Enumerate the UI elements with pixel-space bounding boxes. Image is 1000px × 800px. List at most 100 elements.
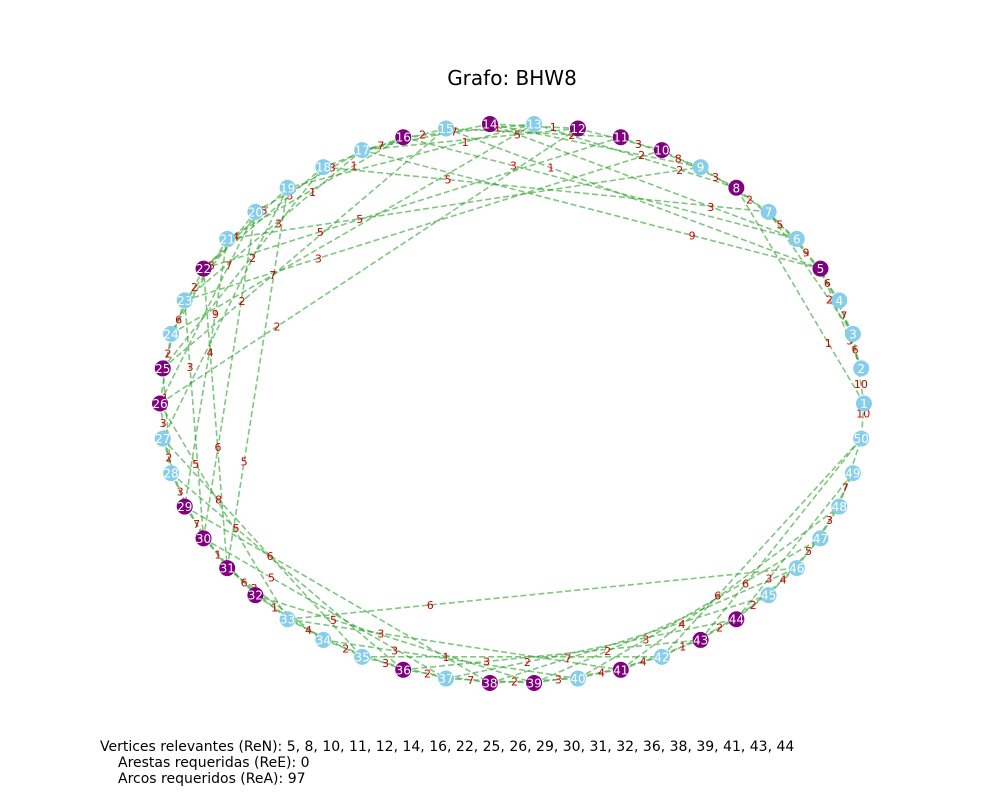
vertex-label: 2 <box>857 362 865 376</box>
vertex-label: 29 <box>177 500 192 514</box>
edge-19-27 <box>162 187 289 439</box>
edge-36-43 <box>403 639 701 671</box>
edges-layer <box>159 123 865 684</box>
edge-weight-label: 6 <box>852 343 859 356</box>
vertex-20: 20 <box>247 203 264 220</box>
vertex-label: 4 <box>835 294 843 308</box>
edge-weight-label: 1 <box>215 548 222 561</box>
edge-32-39 <box>255 594 535 684</box>
footer-required-arcs: Arcos requeridos (ReA): 97 <box>118 771 306 787</box>
edge-weight-label: 5 <box>192 458 199 471</box>
edge-weight-label: 3 <box>160 417 167 430</box>
edge-weight-label: 1 <box>309 186 316 199</box>
vertex-6: 6 <box>788 230 805 247</box>
edge-weight-label: 5 <box>261 204 268 217</box>
edge-weight-label: 5 <box>233 522 240 535</box>
edge-weight-label: 1 <box>462 136 469 149</box>
vertex-label: 32 <box>248 589 263 603</box>
vertex-node <box>315 631 332 648</box>
vertex-node-relevant <box>526 674 543 691</box>
edge-15-5 <box>445 127 821 270</box>
vertex-label: 31 <box>220 562 235 576</box>
vertex-node-relevant <box>176 498 193 515</box>
edge-weight-label: 10 <box>854 378 868 391</box>
edge-weight-label: 7 <box>842 482 849 495</box>
vertex-node-relevant <box>692 631 709 648</box>
vertex-16: 16 <box>395 129 412 146</box>
vertex-node-relevant <box>612 129 629 146</box>
graph-title: Grafo: BHW8 <box>447 66 577 90</box>
edge-weight-label: 9 <box>802 247 809 260</box>
edge-weight-label: 4 <box>678 618 685 631</box>
vertex-node-relevant <box>728 179 745 196</box>
vertex-node <box>812 530 829 547</box>
edge-weight-label: 3 <box>329 161 336 174</box>
vertex-32: 32 <box>247 587 264 604</box>
vertex-39: 39 <box>526 674 543 691</box>
vertex-48: 48 <box>831 498 848 515</box>
edge-12-14 <box>489 123 578 130</box>
edge-26-33 <box>159 403 289 620</box>
vertex-label: 43 <box>693 633 708 647</box>
vertex-node <box>354 648 371 665</box>
edge-30-20 <box>202 211 257 539</box>
edge-33-41 <box>287 618 621 671</box>
edge-14-17 <box>361 123 491 151</box>
vertex-2: 2 <box>853 360 870 377</box>
edge-23-25 <box>162 300 186 369</box>
edge-weight-label: 1 <box>350 160 357 173</box>
vertex-11: 11 <box>612 129 629 146</box>
vertex-node <box>315 159 332 176</box>
vertex-node <box>831 498 848 515</box>
vertex-label: 49 <box>845 467 860 481</box>
vertex-22: 22 <box>195 260 212 277</box>
edge-22-11 <box>203 136 622 270</box>
edge-weight-label: 2 <box>746 193 753 206</box>
edge-weight-label: 7 <box>564 652 571 665</box>
vertex-node-relevant <box>653 142 670 159</box>
edge-6-14 <box>489 123 798 240</box>
vertex-3: 3 <box>844 325 861 342</box>
edge-27-35 <box>162 438 363 658</box>
edge-weight-label: 8 <box>675 153 682 166</box>
vertex-label: 9 <box>697 161 705 175</box>
edge-weight-label: 6 <box>742 578 749 591</box>
vertex-19: 19 <box>279 179 296 196</box>
edge-weight-label: 5 <box>805 545 812 558</box>
vertex-node <box>438 670 455 687</box>
edge-weight-label: 6 <box>215 441 222 454</box>
vertex-node <box>219 230 236 247</box>
edge-13-19 <box>287 123 535 189</box>
edge-weight-label: 1 <box>550 121 557 134</box>
vertex-label: 27 <box>155 432 170 446</box>
edge-weight-label: 5 <box>241 456 248 469</box>
edge-33-46 <box>287 567 797 621</box>
vertex-23: 23 <box>176 292 193 309</box>
vertex-28: 28 <box>163 465 180 482</box>
edge-weight-label: 4 <box>207 346 214 359</box>
vertex-34: 34 <box>315 631 332 648</box>
vertex-label: 33 <box>280 613 295 627</box>
edge-weight-label: 6 <box>824 277 831 290</box>
vertex-8: 8 <box>728 179 745 196</box>
vertex-18: 18 <box>315 159 332 176</box>
edge-weight-label: 2 <box>164 347 171 360</box>
edge-weight-label: 7 <box>377 140 384 153</box>
edge-weight-label: 3 <box>826 514 833 527</box>
edge-31-34 <box>226 567 324 641</box>
edge-weight-label: 2 <box>165 452 172 465</box>
vertex-36: 36 <box>395 661 412 678</box>
vertex-27: 27 <box>154 430 171 447</box>
vertex-node-relevant <box>481 116 498 133</box>
edge-24-13 <box>170 123 535 335</box>
vertex-label: 1 <box>860 397 868 411</box>
vertex-label: 37 <box>438 672 453 686</box>
edge-weight-label: 2 <box>638 149 645 162</box>
edge-42-50 <box>661 438 862 658</box>
edge-21-9 <box>227 166 701 240</box>
edge-21-24 <box>170 238 228 335</box>
vertex-node <box>569 670 586 687</box>
edge-9-11 <box>620 136 701 168</box>
vertex-label: 11 <box>613 131 628 145</box>
edge-weight-label: 6 <box>267 550 274 563</box>
